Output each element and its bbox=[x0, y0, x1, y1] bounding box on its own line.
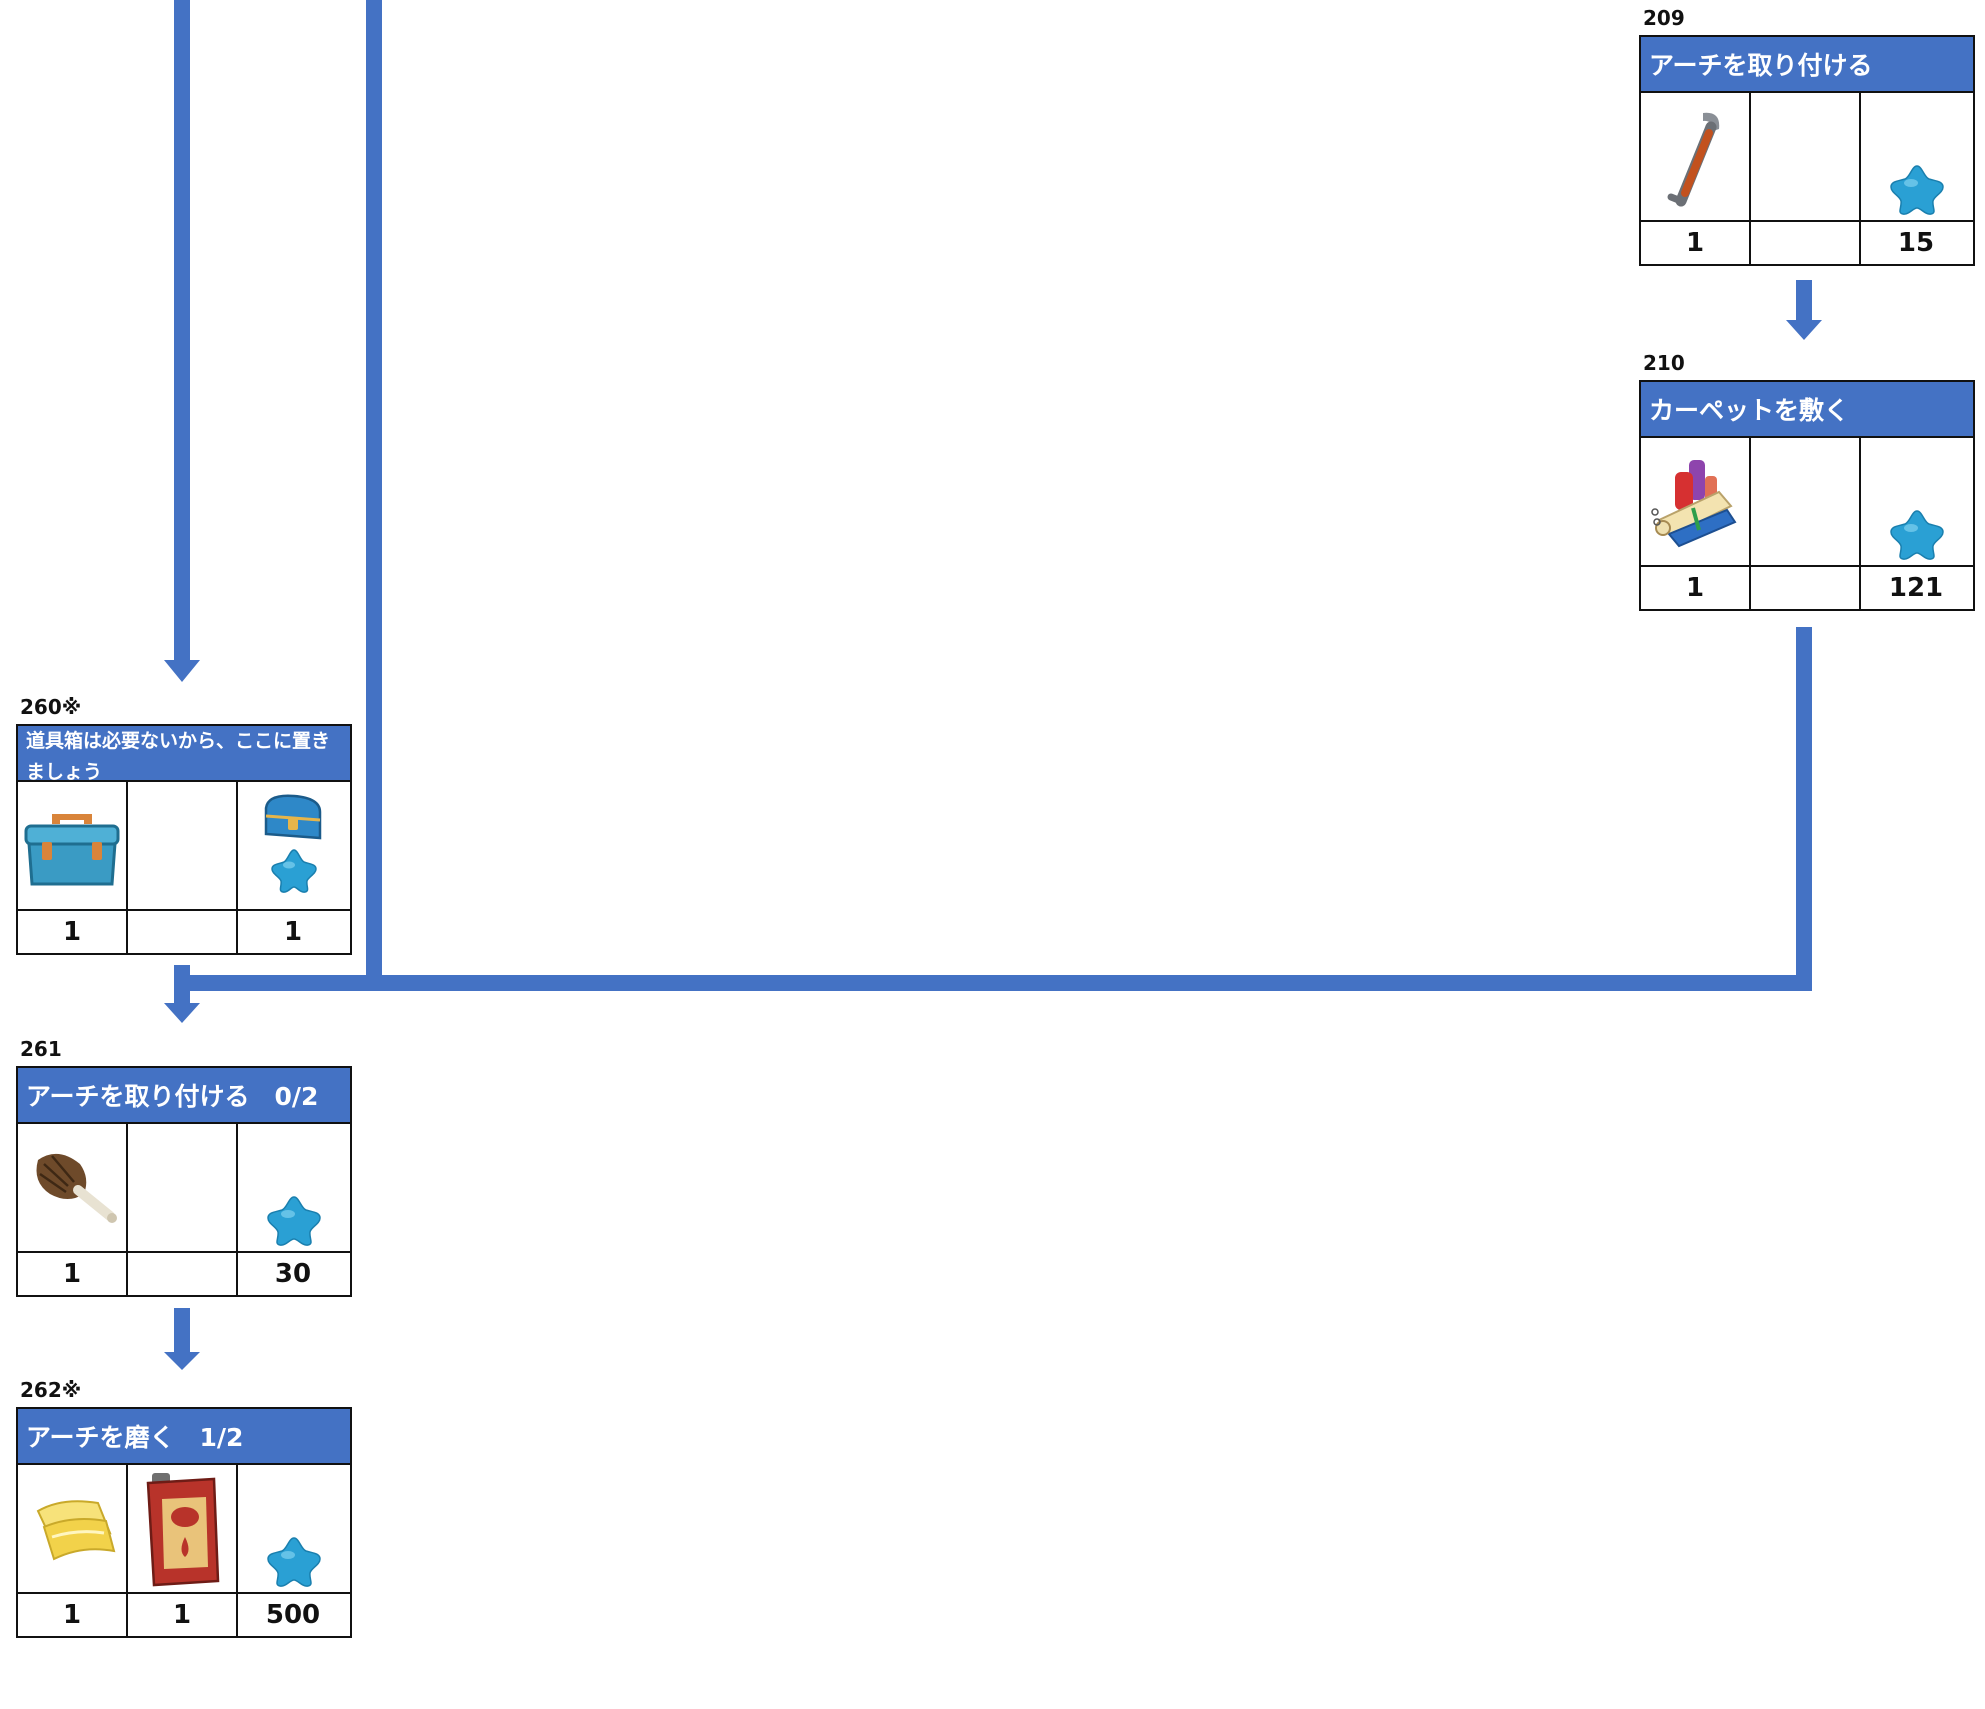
task-id: 210 bbox=[1643, 351, 1685, 375]
item-count bbox=[128, 1253, 238, 1295]
arrow-shaft-261-262 bbox=[174, 1308, 190, 1356]
task-title: アーチを取り付ける 0/2 bbox=[18, 1068, 350, 1124]
carpet-rolls-icon bbox=[1651, 460, 1737, 548]
reward-count: 500 bbox=[265, 1600, 321, 1630]
empty-cell bbox=[128, 1124, 238, 1251]
item-cell bbox=[128, 1465, 238, 1592]
task-260: 260※ 道具箱は必要ないから、ここに置きましょう bbox=[16, 695, 352, 955]
reward-count: 1 bbox=[283, 917, 303, 947]
task-209: 209 アーチを取り付ける 1 15 bbox=[1639, 6, 1975, 266]
item-count: 1 bbox=[18, 911, 128, 953]
reward-cell bbox=[1861, 438, 1971, 565]
item-cell bbox=[18, 1465, 128, 1592]
connector-line-horizontal bbox=[174, 975, 1812, 991]
blue-star-icon bbox=[267, 1537, 321, 1587]
item-cell bbox=[1641, 93, 1751, 220]
task-id: 261 bbox=[20, 1037, 62, 1061]
item-cell bbox=[1641, 438, 1751, 565]
task-title: カーペットを敷く bbox=[1641, 382, 1973, 438]
arrow-head-209-210 bbox=[1786, 320, 1822, 340]
connector-line-middle bbox=[366, 0, 382, 982]
task-card: カーペットを敷く bbox=[1639, 380, 1975, 611]
item-count: 1 bbox=[18, 1253, 128, 1295]
item-count: 1 bbox=[1641, 222, 1751, 264]
blue-star-icon bbox=[1890, 165, 1944, 215]
connector-line-left bbox=[174, 0, 190, 660]
arrow-head-to-261 bbox=[164, 1003, 200, 1023]
connector-line-right bbox=[1796, 627, 1812, 991]
blue-star-icon bbox=[267, 1196, 321, 1246]
task-title: アーチを磨く 1/2 bbox=[18, 1409, 350, 1465]
arrow-head-261-262 bbox=[164, 1352, 200, 1370]
oil-can-icon bbox=[146, 1473, 220, 1587]
empty-cell bbox=[128, 782, 238, 909]
feather-duster-icon bbox=[36, 1153, 117, 1223]
item-count bbox=[1751, 567, 1861, 609]
empty-cell bbox=[1751, 438, 1861, 565]
item-count: 1 bbox=[128, 1594, 238, 1636]
task-id: 209 bbox=[1643, 6, 1685, 30]
task-card: アーチを取り付ける 1 15 bbox=[1639, 35, 1975, 266]
item-cell bbox=[18, 782, 128, 909]
reward-cell bbox=[238, 1465, 348, 1592]
item-count: 1 bbox=[18, 1594, 128, 1636]
toolbox-icon bbox=[24, 814, 120, 886]
empty-cell bbox=[1751, 93, 1861, 220]
task-id: 260※ bbox=[20, 695, 82, 719]
item-count bbox=[1751, 222, 1861, 264]
arrow-shaft-to-261 bbox=[174, 965, 190, 1005]
reward-count: 30 bbox=[274, 1259, 312, 1289]
item-cell bbox=[18, 1124, 128, 1251]
task-210: 210 カーペットを敷く bbox=[1639, 351, 1975, 611]
task-262: 262※ アーチを磨く 1/2 bbox=[16, 1378, 352, 1638]
chest-and-star-icon bbox=[264, 794, 322, 893]
cloth-icon bbox=[36, 1500, 116, 1561]
item-count: 1 bbox=[1641, 567, 1751, 609]
reward-cell bbox=[238, 782, 348, 909]
task-261: 261 アーチを取り付ける 0/2 1 30 bbox=[16, 1037, 352, 1297]
reward-count: 15 bbox=[1897, 228, 1935, 258]
reward-cell bbox=[1861, 93, 1971, 220]
arrow-head-to-260 bbox=[164, 660, 200, 682]
arrow-shaft-209-210 bbox=[1796, 280, 1812, 320]
task-card: 道具箱は必要ないから、ここに置きましょう bbox=[16, 724, 352, 955]
task-title: 道具箱は必要ないから、ここに置きましょう bbox=[18, 726, 350, 782]
reward-count: 121 bbox=[1888, 573, 1944, 603]
task-title: アーチを取り付ける bbox=[1641, 37, 1973, 93]
task-card: アーチを磨く 1/2 bbox=[16, 1407, 352, 1638]
task-card: アーチを取り付ける 0/2 1 30 bbox=[16, 1066, 352, 1297]
task-id: 262※ bbox=[20, 1378, 82, 1402]
item-count bbox=[128, 911, 238, 953]
crowbar-icon bbox=[1667, 112, 1720, 207]
blue-star-icon bbox=[1890, 510, 1944, 560]
reward-cell bbox=[238, 1124, 348, 1251]
